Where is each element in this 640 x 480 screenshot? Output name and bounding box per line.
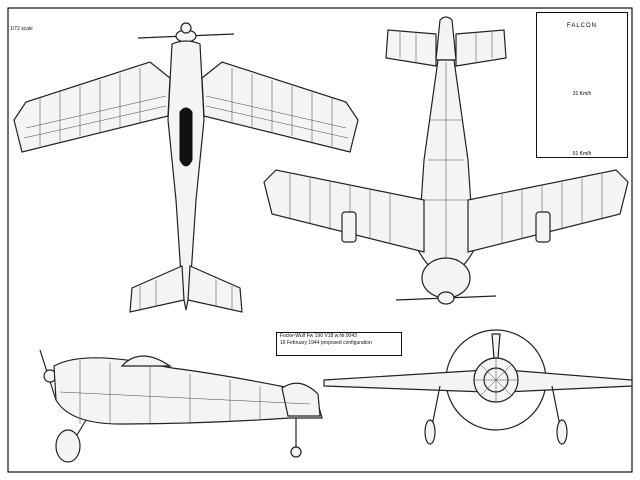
legend-speed-2: 51 Km/h bbox=[572, 151, 592, 157]
legend-title: FALCON bbox=[566, 23, 597, 29]
plan-view-bottom bbox=[263, 16, 629, 305]
front-view bbox=[323, 329, 633, 445]
plan-view-top bbox=[13, 22, 359, 313]
scale-label: 1/72 scale bbox=[10, 26, 33, 32]
sheet-frame bbox=[7, 7, 633, 473]
falcon-legend-box: FALCON 31 Km/h 51 Km/h bbox=[536, 12, 628, 158]
legend-speed-1: 31 Km/h bbox=[572, 91, 592, 97]
caption-line-2: 16 February 1944 proposed configuration bbox=[280, 340, 372, 346]
side-view bbox=[39, 349, 323, 463]
caption-line-1: Focke-Wulf Fw 190 V18 w.Nr.0043 bbox=[280, 333, 357, 339]
caption-box: Focke-Wulf Fw 190 V18 w.Nr.0043 16 Febru… bbox=[276, 332, 402, 356]
